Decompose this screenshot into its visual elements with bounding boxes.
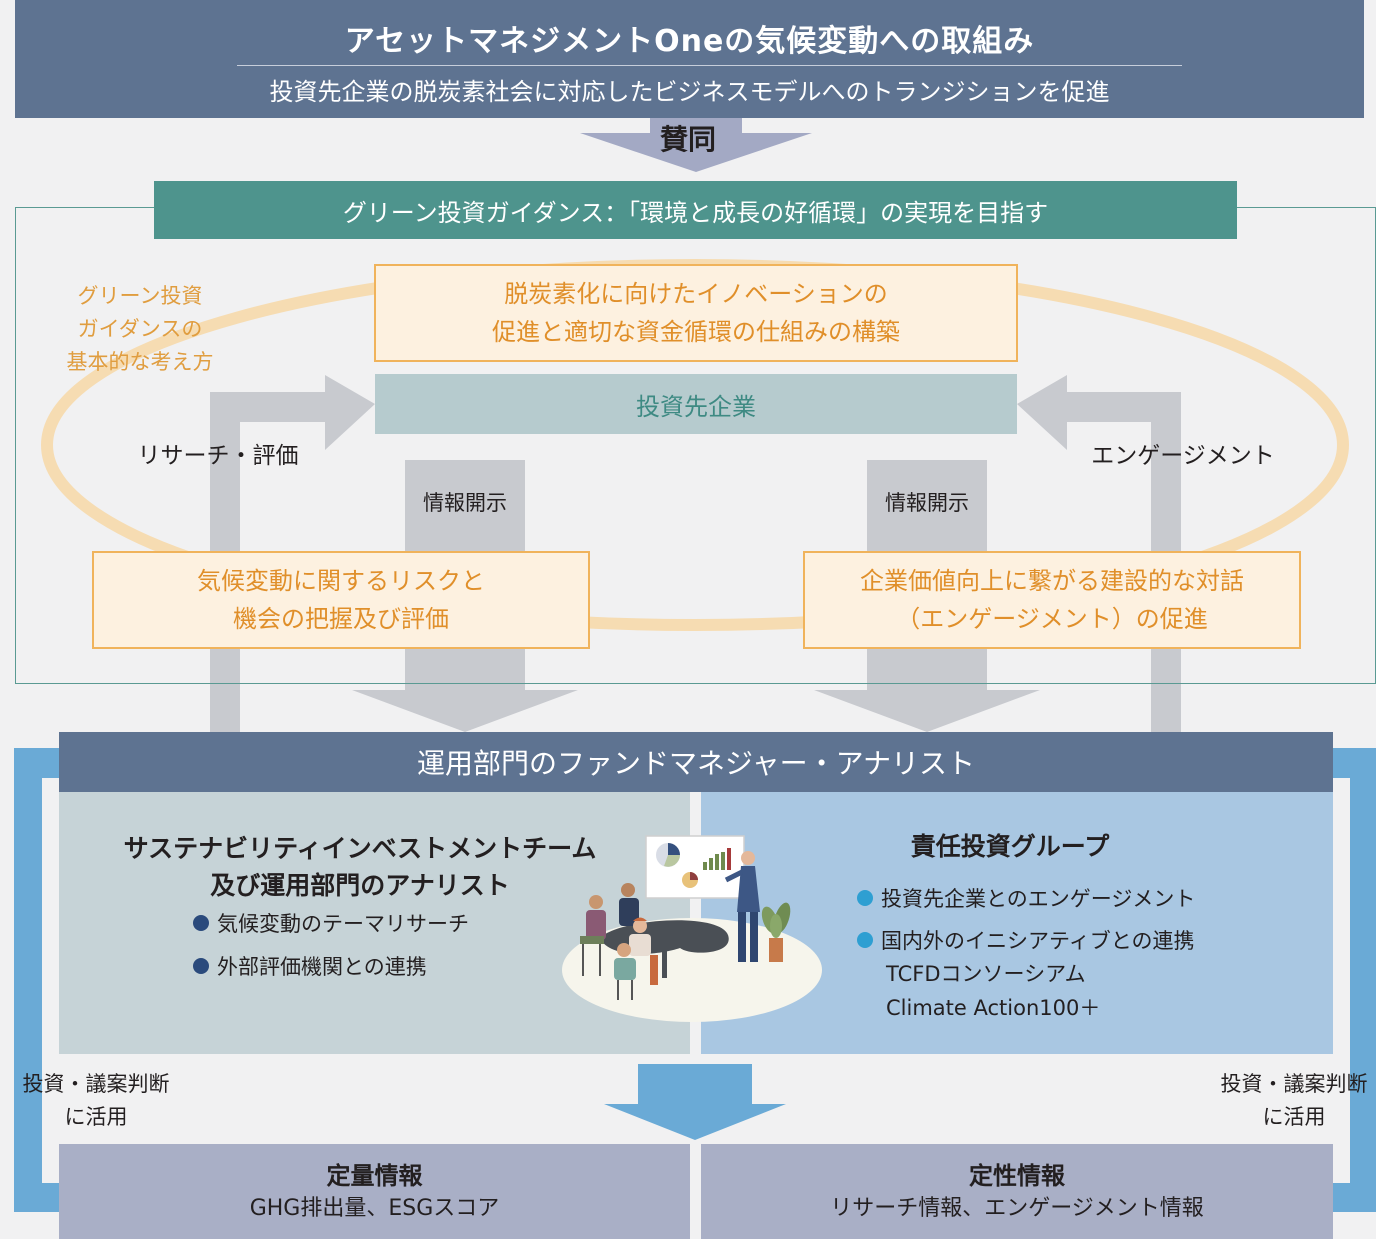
feedback-arrow-left bbox=[14, 733, 126, 1212]
risk-line: 気候変動に関するリスクと bbox=[197, 567, 485, 595]
header-banner: アセットマネジメントOneの気候変動への取組み 投資先企業の脱炭素社会に対応した… bbox=[15, 0, 1364, 118]
qualitative-body: リサーチ情報、エンゲージメント情報 bbox=[830, 1195, 1204, 1221]
use-label-line: に活用 bbox=[64, 1105, 128, 1129]
bullet-text: 投資先企業とのエンゲージメント bbox=[881, 887, 1196, 911]
sustainability-team-title-line: 及び運用部門のアナリスト bbox=[210, 871, 510, 900]
responsible-investment-bullet: 国内外のイニシアティブとの連携 bbox=[857, 925, 1195, 955]
ring-label-line: グリーン投資 bbox=[77, 284, 203, 308]
qualitative-info-box: 定性情報 リサーチ情報、エンゲージメント情報 bbox=[701, 1144, 1333, 1239]
presentation-board-icon bbox=[645, 835, 745, 899]
responsible-investment-title: 責任投資グループ bbox=[910, 832, 1110, 861]
results-arrow bbox=[604, 1064, 786, 1140]
quantitative-title: 定量情報 bbox=[326, 1161, 423, 1190]
agree-label: 賛同 bbox=[659, 123, 716, 156]
sustainability-team-panel bbox=[59, 792, 690, 1054]
guidance-banner: グリーン投資ガイダンス：「環境と成長の好循環」の実現を目指す bbox=[154, 181, 1237, 239]
innovation-line: 脱炭素化に向けたイノベーションの bbox=[504, 280, 888, 308]
innovation-line: 促進と適切な資金循環の仕組みの構築 bbox=[492, 318, 900, 346]
disclosure-label-left: 情報開示 bbox=[423, 491, 507, 515]
initiative-ca100: Climate Action100＋ bbox=[886, 996, 1101, 1020]
bullet-text: 外部評価機関との連携 bbox=[217, 955, 427, 979]
header-title: アセットマネジメントOneの気候変動への取組み bbox=[344, 24, 1035, 59]
research-arrow bbox=[210, 375, 375, 732]
plant-icon bbox=[761, 902, 791, 962]
engagement-arrow bbox=[1017, 375, 1181, 732]
header-divider bbox=[237, 65, 1182, 66]
bullet-dot bbox=[193, 958, 209, 974]
use-label-line: に活用 bbox=[1262, 1105, 1326, 1129]
dialog-line: 企業価値向上に繋がる建設的な対話 bbox=[860, 567, 1244, 595]
dialog-box: 企業価値向上に繋がる建設的な対話 （エンゲージメント）の促進 bbox=[803, 551, 1301, 649]
ring-label-line: ガイダンスの bbox=[77, 317, 203, 341]
quantitative-info-box: 定量情報 GHG排出量、ESGスコア bbox=[59, 1144, 690, 1239]
qualitative-title: 定性情報 bbox=[969, 1161, 1065, 1190]
sustainability-team-title-line: サステナビリティインベストメントチーム bbox=[123, 834, 597, 863]
agree-arrow bbox=[580, 118, 812, 172]
sustainability-team-title: サステナビリティインベストメントチーム 及び運用部門のアナリスト bbox=[95, 830, 625, 904]
use-label-right: 投資・議案判断 に活用 bbox=[1212, 1068, 1376, 1134]
bullet-dot bbox=[857, 932, 873, 948]
attendees-icon bbox=[580, 883, 658, 1000]
ring-label-line: 基本的な考え方 bbox=[66, 350, 214, 374]
responsible-investment-bullet: 投資先企業とのエンゲージメント bbox=[857, 883, 1195, 913]
research-label: リサーチ・評価 bbox=[137, 443, 299, 469]
quantitative-body: GHG排出量、ESGスコア bbox=[249, 1195, 500, 1221]
initiative-tcfd: TCFDコンソーシアム bbox=[886, 962, 1086, 986]
header-subtitle: 投資先企業の脱炭素社会に対応したビジネスモデルへのトランジションを促進 bbox=[269, 78, 1110, 106]
sustainability-bullet: 外部評価機関との連携 bbox=[193, 951, 427, 981]
responsible-investment-panel bbox=[701, 792, 1333, 1054]
investee-box: 投資先企業 bbox=[375, 374, 1017, 434]
bullet-dot bbox=[193, 915, 209, 931]
ring-label: グリーン投資 ガイダンスの 基本的な考え方 bbox=[40, 280, 240, 379]
disclosure-label-right: 情報開示 bbox=[885, 491, 969, 515]
feedback-arrow-right bbox=[1266, 733, 1376, 1212]
bullet-text: 気候変動のテーマリサーチ bbox=[217, 912, 469, 936]
presenter-icon bbox=[724, 851, 760, 962]
bullet-text: 国内外のイニシアティブとの連携 bbox=[881, 929, 1195, 953]
innovation-box: 脱炭素化に向けたイノベーションの 促進と適切な資金循環の仕組みの構築 bbox=[374, 264, 1018, 362]
sustainability-bullet: 気候変動のテーマリサーチ bbox=[193, 908, 469, 938]
bullet-dot bbox=[857, 890, 873, 906]
risk-assessment-box: 気候変動に関するリスクと 機会の把握及び評価 bbox=[92, 551, 590, 649]
use-label-line: 投資・議案判断 bbox=[1220, 1072, 1368, 1096]
use-label-line: 投資・議案判断 bbox=[22, 1072, 170, 1096]
dialog-line: （エンゲージメント）の促進 bbox=[896, 605, 1208, 633]
risk-line: 機会の把握及び評価 bbox=[233, 605, 449, 633]
use-label-left: 投資・議案判断 に活用 bbox=[14, 1068, 178, 1134]
fund-managers-band: 運用部門のファンドマネジャー・アナリスト bbox=[59, 732, 1333, 792]
engagement-label: エンゲージメント bbox=[1091, 443, 1275, 469]
